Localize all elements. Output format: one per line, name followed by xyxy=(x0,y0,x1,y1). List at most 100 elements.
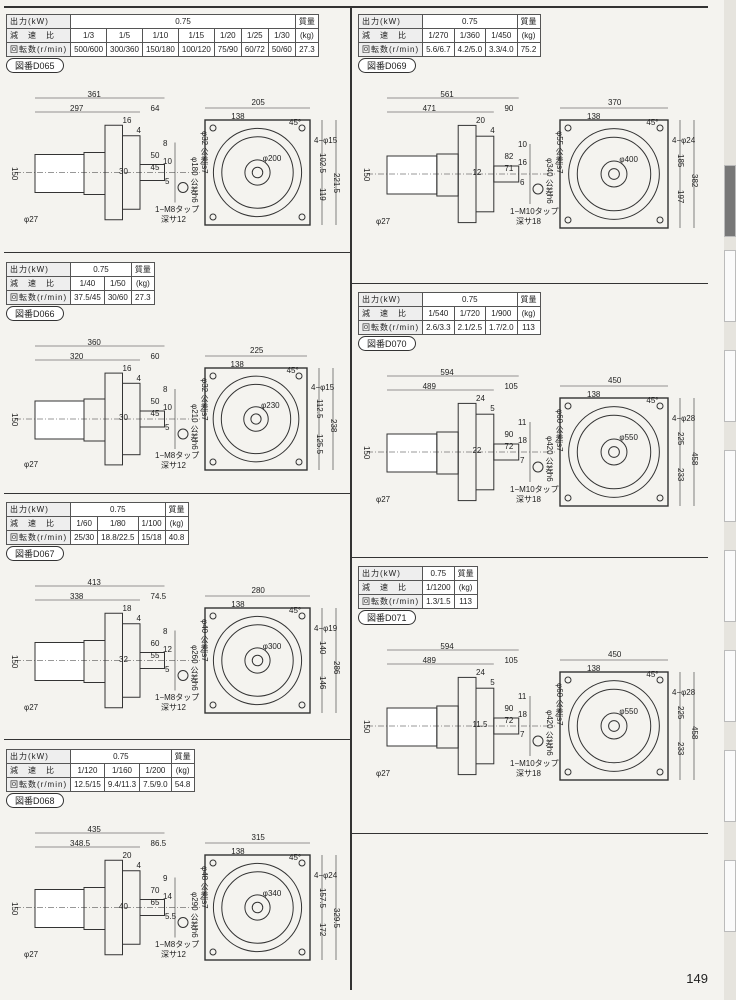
body-length-dimension: 489 xyxy=(422,382,436,391)
speed-value: 50/60 xyxy=(267,42,296,57)
key-offset-b-dimension: 5.5 xyxy=(165,911,177,921)
center-height-dimension: 172 xyxy=(318,923,327,937)
key-width-dimension: 8 xyxy=(163,626,168,636)
ratio-label: 減 速 比 xyxy=(5,276,72,291)
speed-value: 3.3/4.0 xyxy=(485,42,518,57)
cable-gland-dia-dimension: φ27 xyxy=(376,217,391,227)
speed-value: 12.5/15 xyxy=(70,777,105,792)
spigot-dia-dimension: φ210 公差h6 xyxy=(190,403,199,450)
shaft-height-dimension: 32 xyxy=(119,654,128,664)
tap-depth-dimension: 深サ18 xyxy=(516,495,541,505)
output-label: 出力(kW) xyxy=(357,566,424,581)
shaft-extension-dimension: 90 xyxy=(504,704,514,713)
key-offset-b-dimension: 6 xyxy=(520,178,525,187)
mass-value: 27.3 xyxy=(130,290,155,305)
index-tab-active[interactable] xyxy=(724,165,736,237)
ratio-label: 減 速 比 xyxy=(5,516,72,531)
tap-depth-dimension: 深サ12 xyxy=(161,215,186,224)
shaft-height-dimension: 40 xyxy=(119,901,128,911)
pitch-circle-dia-dimension: φ300 xyxy=(262,641,282,651)
flange-width-dimension: 370 xyxy=(608,98,622,107)
body-length-dimension: 338 xyxy=(70,592,84,601)
hole-angle-dimension: 45° xyxy=(646,670,659,679)
key-width-dimension: 11 xyxy=(518,692,527,701)
flange-width-dimension: 450 xyxy=(608,650,622,659)
flange-width-dimension: 315 xyxy=(251,833,265,842)
hole-angle-dimension: 45° xyxy=(289,853,302,862)
tap-spec-dimension: 1−M8タップ xyxy=(155,450,200,460)
key-offset-b-dimension: 5 xyxy=(165,176,170,186)
hole-angle-dimension: 45° xyxy=(289,118,302,127)
total-height-dimension: 382 xyxy=(690,174,699,188)
motor-height-dimension: 150 xyxy=(362,720,371,734)
index-tab[interactable] xyxy=(724,450,736,522)
key-depth-dimension: 14 xyxy=(163,891,172,901)
output-label: 出力(kW) xyxy=(357,14,424,29)
key-offset-dimension: 20 xyxy=(122,851,132,860)
total-height-dimension: 458 xyxy=(690,726,699,740)
index-tab[interactable] xyxy=(724,650,736,722)
index-tab[interactable] xyxy=(724,750,736,822)
body-length-dimension: 320 xyxy=(70,352,84,361)
shaft-extension-dimension: 60 xyxy=(150,638,160,648)
shaft-extension-dimension: 50 xyxy=(150,150,160,160)
dimension-drawing xyxy=(367,97,695,229)
key-offset-dimension: 16 xyxy=(122,364,132,373)
index-tab[interactable] xyxy=(724,350,736,422)
shaft-length-dimension: 74.5 xyxy=(150,592,167,601)
key-offset-dimension: 20 xyxy=(476,116,485,125)
key-offset-b-dimension: 5 xyxy=(165,664,170,674)
key-gap-dimension: 4 xyxy=(136,614,141,623)
tap-depth-dimension: 深サ12 xyxy=(161,460,186,470)
pitch-circle-dia-dimension: φ200 xyxy=(262,153,282,163)
cable-gland-dia-dimension: φ27 xyxy=(24,214,39,224)
index-tab[interactable] xyxy=(724,550,736,622)
overall-length-dimension: 594 xyxy=(440,368,454,377)
total-height-dimension: 221.5 xyxy=(332,172,341,193)
overall-length-dimension: 361 xyxy=(87,90,101,99)
row-divider xyxy=(352,283,708,284)
mass-label: 質量 xyxy=(516,14,541,29)
index-tab[interactable] xyxy=(724,250,736,322)
shaft-length-dimension: 60 xyxy=(150,352,160,361)
figure-number: 図番D071 xyxy=(358,610,416,625)
shaft-dia-dimension: φ40 公差js7 xyxy=(200,618,209,662)
spigot-dia-dimension: φ420 公差h6 xyxy=(545,435,554,482)
key-width-dimension: 10 xyxy=(518,140,527,149)
key-length-dimension: 55 xyxy=(150,650,160,660)
output-label: 出力(kW) xyxy=(5,749,72,764)
total-height-dimension: 329.5 xyxy=(332,907,341,928)
index-tab[interactable] xyxy=(724,860,736,932)
hole-angle-dimension: 45° xyxy=(289,606,302,615)
row-divider xyxy=(4,493,350,494)
row-divider xyxy=(4,739,350,740)
shaft-length-dimension: 105 xyxy=(504,382,518,391)
key-width-dimension: 8 xyxy=(163,385,168,394)
mass-value: 113 xyxy=(516,320,541,335)
row-divider xyxy=(352,557,708,558)
overall-length-dimension: 561 xyxy=(440,90,454,99)
output-label: 出力(kW) xyxy=(357,292,424,307)
tap-depth-dimension: 深サ12 xyxy=(161,703,186,712)
mounting-holes-dimension: 4−φ28 xyxy=(672,688,696,698)
overall-length-dimension: 413 xyxy=(87,578,101,587)
mass-value: 113 xyxy=(453,594,478,609)
cable-gland-dia-dimension: φ27 xyxy=(376,495,391,505)
motor-height-dimension: 150 xyxy=(362,168,371,182)
row-divider xyxy=(4,252,350,253)
shaft-extension-dimension: 90 xyxy=(504,430,514,439)
half-height-dimension: 140 xyxy=(318,640,327,654)
speed-value: 1.7/2.0 xyxy=(485,320,518,335)
shaft-height-dimension: 11.5 xyxy=(472,720,488,729)
cable-gland-dia-dimension: φ27 xyxy=(376,769,391,779)
flange-inner-dimension: 138 xyxy=(587,112,601,121)
hole-angle-dimension: 45° xyxy=(646,118,659,127)
shaft-height-dimension: 12 xyxy=(472,168,482,177)
shaft-extension-dimension: 82 xyxy=(504,152,514,161)
spigot-dia-dimension: φ340 公差h6 xyxy=(545,157,554,204)
flange-width-dimension: 225 xyxy=(250,346,264,355)
